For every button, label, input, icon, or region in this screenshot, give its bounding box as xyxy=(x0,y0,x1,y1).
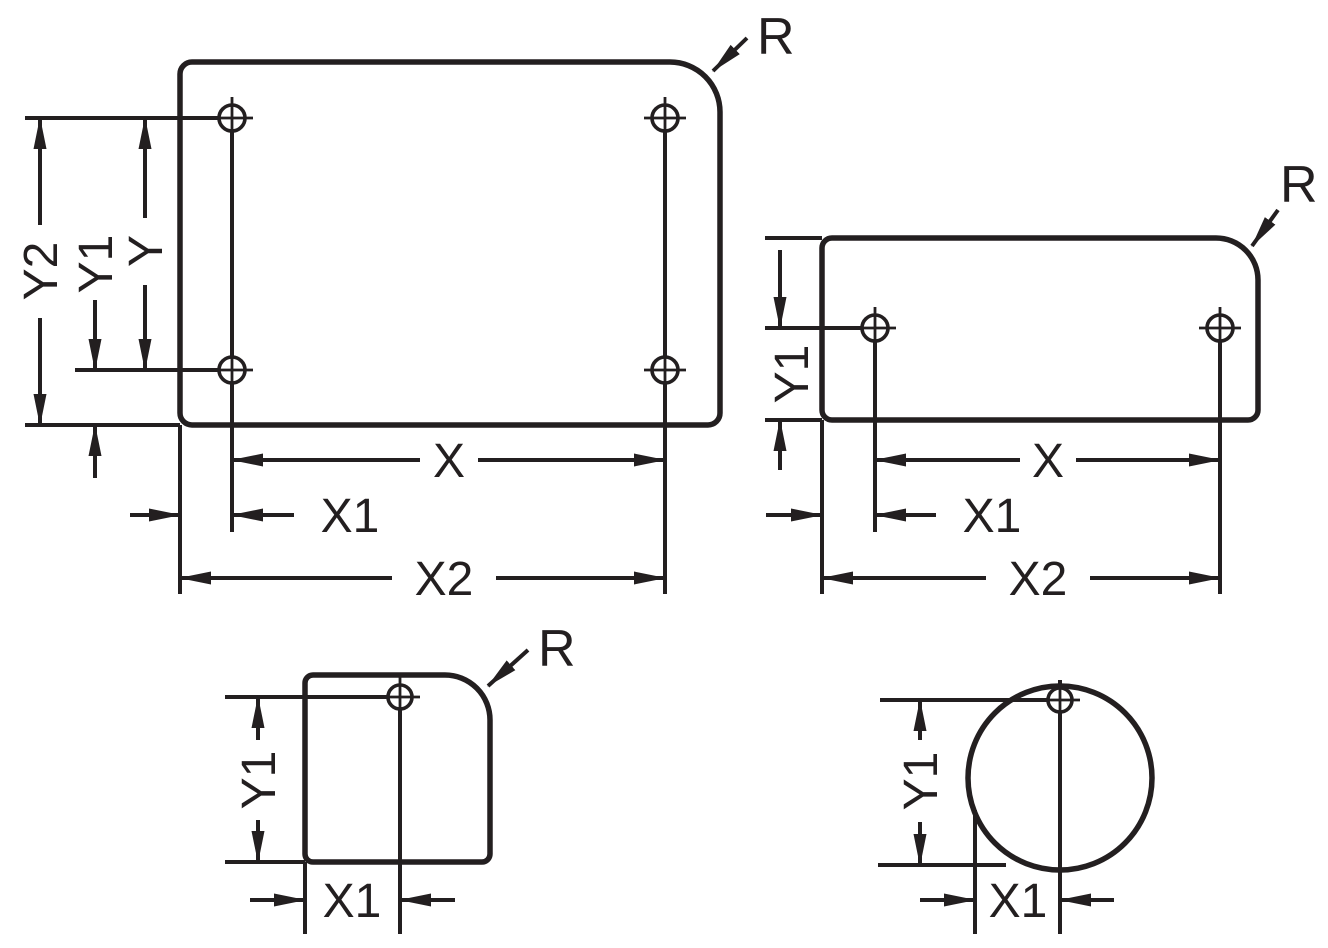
radius-leader-line xyxy=(711,36,749,73)
dim-label-x1: X1 xyxy=(963,490,1022,543)
radius-leader-line xyxy=(486,648,530,688)
dim-label-x: X xyxy=(433,435,465,488)
dim-label-x2: X2 xyxy=(415,553,474,606)
dim-label-x: X xyxy=(1032,435,1064,488)
radius-label: R xyxy=(538,620,576,678)
dim-label-x1: X1 xyxy=(989,875,1048,928)
dim-label-y1: Y1 xyxy=(233,751,286,810)
dim-label-y1: Y1 xyxy=(70,235,123,294)
dim-label-y: Y xyxy=(120,235,173,267)
mounting-hole xyxy=(1199,307,1241,349)
dim-label-x1: X1 xyxy=(321,490,380,543)
mounting-hole xyxy=(854,307,896,349)
dim-label-x1: X1 xyxy=(323,875,382,928)
panel-outline xyxy=(819,235,1261,423)
dim-label-x2: X2 xyxy=(1009,553,1068,606)
figure-two-hole-panel: Y1 X X1 X2 R xyxy=(765,156,1318,606)
mounting-hole xyxy=(644,349,686,391)
figure-one-hole-round-panel: Y1 X1 xyxy=(878,680,1155,934)
dim-label-y2: Y2 xyxy=(15,242,68,301)
panel-outline xyxy=(302,672,493,865)
mounting-hole xyxy=(211,97,253,139)
radius-label: R xyxy=(757,8,795,66)
panel-outline xyxy=(177,59,723,428)
radius-label: R xyxy=(1280,156,1318,214)
mounting-hole xyxy=(211,349,253,391)
mounting-hole xyxy=(1040,680,1080,720)
figure-four-hole-panel: Y2 Y1 Y X X1 X2 R xyxy=(15,8,795,606)
mounting-hole xyxy=(644,97,686,139)
figure-one-hole-panel: Y1 X1 R xyxy=(225,620,576,934)
mounting-hole xyxy=(380,677,420,717)
dim-label-y1: Y1 xyxy=(895,752,948,811)
dim-label-y1: Y1 xyxy=(766,345,819,404)
radius-leader-line xyxy=(1250,208,1280,248)
